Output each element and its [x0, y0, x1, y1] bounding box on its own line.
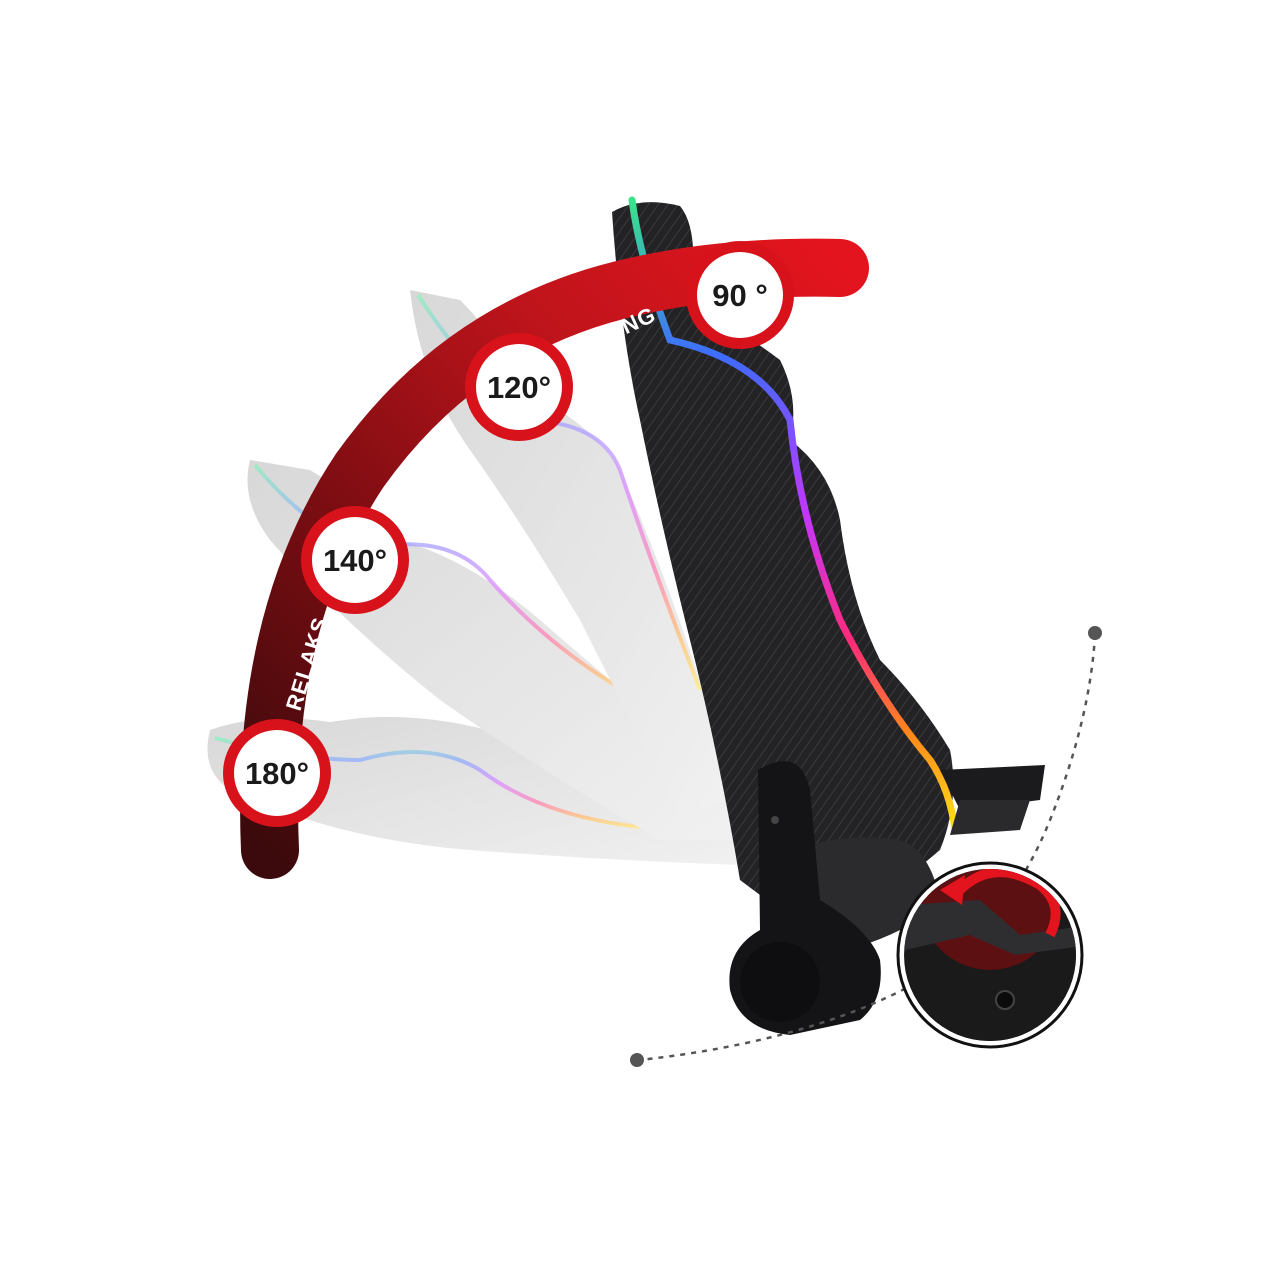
angle-label-140: 140° [323, 543, 387, 578]
swing-path-end-top [1088, 626, 1102, 640]
angle-badge-140: 140° [301, 506, 409, 614]
rotate-arrow-icon [951, 869, 1061, 938]
swing-path-end-bottom [630, 1053, 644, 1067]
chair-upright-90 [612, 196, 1045, 1035]
angle-badge-180: 180° [223, 719, 331, 827]
angle-badge-90: 90 ° [686, 241, 794, 349]
recline-lever-icon [896, 861, 1084, 1049]
ghost-chair-180 [207, 716, 760, 865]
chair-backrest [612, 202, 954, 914]
angle-label-120: 120° [487, 370, 551, 405]
chair-seat [940, 765, 1045, 810]
angle-label-180: 180° [245, 756, 309, 791]
angle-badge-120: 120° [465, 333, 573, 441]
angle-label-90: 90 ° [712, 278, 768, 313]
